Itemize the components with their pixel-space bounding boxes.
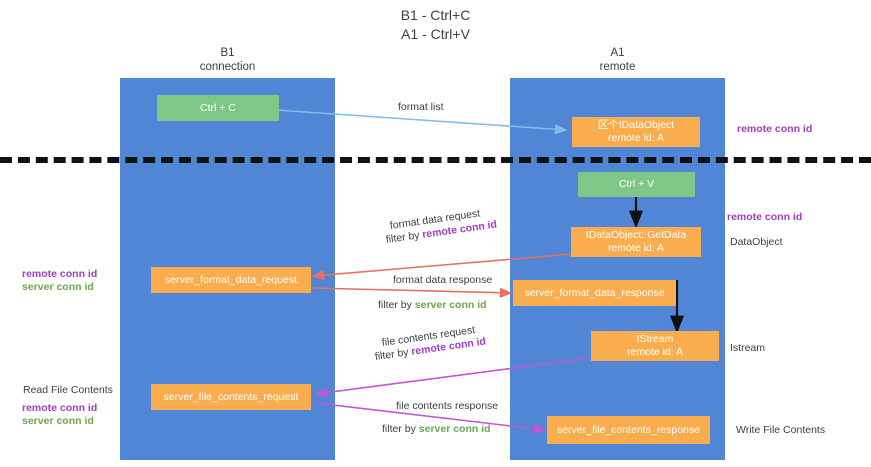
edge-label-format-data-response: format data response xyxy=(393,274,493,286)
filter-prefix: filter by xyxy=(382,423,419,435)
node-server-format-data-request[interactable]: server_format_data_request xyxy=(151,267,311,293)
filter-prefix: filter by xyxy=(378,299,415,311)
annotation-left-server-conn-id-mid: server conn id xyxy=(22,281,94,293)
node-server-file-contents-request-label: server_file_contents_request xyxy=(163,390,299,403)
node-ctrl-v-label: Ctrl + V xyxy=(618,178,655,190)
annotation-left-server-conn-id-bottom: server conn id xyxy=(22,415,94,427)
node-istream[interactable]: IStream remote id: A xyxy=(591,331,719,361)
node-idataobject-title: 区个IDataObject xyxy=(597,119,675,131)
phase-divider xyxy=(0,157,871,163)
title-line-1: B1 - Ctrl+C xyxy=(400,7,471,23)
node-server-file-contents-response[interactable]: server_file_contents_response xyxy=(547,416,710,444)
node-getdata-title: IDataObject::GetData xyxy=(585,229,687,241)
annotation-write-file-contents: Write File Contents xyxy=(736,424,826,436)
annotation-dataobject: DataObject xyxy=(730,236,783,248)
lane-header-b1-name: B1 xyxy=(220,47,235,59)
lane-header-a1-role: remote xyxy=(599,61,636,73)
edge-label-format-list: format list xyxy=(398,101,444,113)
title-line-2: A1 - Ctrl+V xyxy=(401,26,470,42)
lane-header-a1-name: A1 xyxy=(610,47,625,59)
lane-header-b1-role: connection xyxy=(199,61,256,73)
node-istream-title: IStream xyxy=(636,333,674,345)
node-server-file-contents-response-label: server_file_contents_response xyxy=(556,423,700,436)
annotation-left-remote-conn-id-bottom: remote conn id xyxy=(22,402,98,414)
annotation-read-file-contents: Read File Contents xyxy=(23,384,113,396)
node-istream-remote-id: remote id: A xyxy=(626,346,684,358)
lane-header-b1: B1 connection xyxy=(120,46,335,74)
node-idataobject-getdata[interactable]: IDataObject::GetData remote id: A xyxy=(571,227,701,257)
node-server-format-data-response[interactable]: server_format_data_response xyxy=(513,280,676,306)
annotation-left-remote-conn-id-mid: remote conn id xyxy=(22,268,98,280)
node-idataobject-remote-id: remote id: A xyxy=(607,132,665,144)
page-title: B1 - Ctrl+C A1 - Ctrl+V xyxy=(0,6,871,44)
lane-header-a1: A1 remote xyxy=(510,46,725,74)
node-server-file-contents-request[interactable]: server_file_contents_request xyxy=(151,384,311,410)
node-ctrl-c-label: Ctrl + C xyxy=(200,101,236,114)
annotation-istream: Istream xyxy=(730,342,766,354)
node-server-format-data-request-label: server_format_data_request xyxy=(165,273,297,286)
node-idataobject[interactable]: 区个IDataObject remote id: A xyxy=(572,117,700,147)
annotation-remote-conn-id-mid: remote conn id xyxy=(727,211,803,223)
edge-label-format-data-response-filter: filter by server conn id xyxy=(378,299,487,312)
node-ctrl-c[interactable]: Ctrl + C xyxy=(157,95,279,121)
filter-key-server-conn-id: server conn id xyxy=(414,299,487,311)
annotation-remote-conn-id-top: remote conn id xyxy=(737,123,813,135)
filter-key-server-conn-id: server conn id xyxy=(418,423,491,435)
node-server-format-data-response-label: server_format_data_response xyxy=(524,286,665,299)
edge-format-data-response xyxy=(312,287,513,298)
edge-label-file-contents-response-filter: filter by server conn id xyxy=(382,423,491,436)
node-ctrl-v[interactable]: Ctrl + V xyxy=(578,172,695,197)
node-getdata-remote-id: remote id: A xyxy=(607,242,665,254)
filter-prefix: filter by xyxy=(374,345,413,363)
edge-label-file-contents-response: file contents response xyxy=(396,400,499,412)
